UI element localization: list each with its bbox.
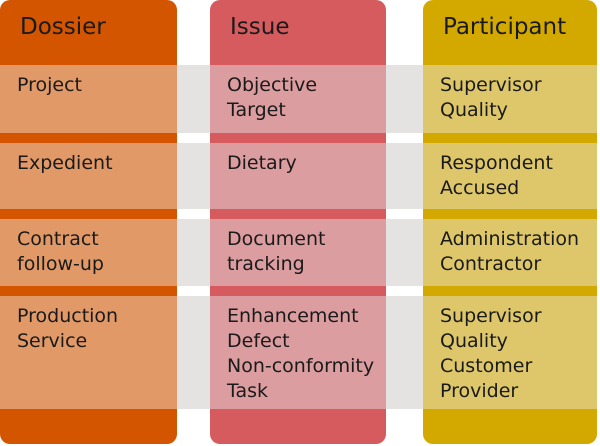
dossier-row-production-service: Production Service bbox=[0, 296, 177, 409]
issue-row-enhancement-defect: Enhancement Defect Non-conformity Task bbox=[210, 296, 386, 409]
issue-row-objective-target: Objective Target bbox=[210, 65, 386, 133]
row-line: Non-conformity bbox=[227, 355, 375, 377]
row-line: Document bbox=[227, 228, 326, 250]
row-line: Quality bbox=[440, 99, 508, 121]
row-line: Service bbox=[17, 330, 88, 352]
row-line: Provider bbox=[440, 380, 519, 402]
dossier-row-expedient: Expedient bbox=[0, 143, 177, 209]
row-line: follow-up bbox=[17, 253, 104, 275]
row-line: Dietary bbox=[227, 152, 297, 174]
row-line: Target bbox=[227, 99, 286, 121]
row-line: Objective bbox=[227, 74, 318, 96]
column-header-dossier: Dossier bbox=[20, 14, 106, 40]
column-header-participant: Participant bbox=[443, 14, 567, 40]
row-line: Defect bbox=[227, 330, 290, 352]
row-line: Contractor bbox=[440, 253, 542, 275]
dossier-row-contract-follow-up: Contract follow-up bbox=[0, 219, 177, 286]
row-line: Quality bbox=[440, 330, 508, 352]
row-line: Task bbox=[227, 380, 269, 402]
row-line: tracking bbox=[227, 253, 305, 275]
column-issue: Issue Objective Target Dietary Document … bbox=[210, 0, 386, 444]
column-participant: Participant Supervisor Quality Responden… bbox=[423, 0, 597, 444]
row-line: Administration bbox=[440, 228, 580, 250]
column-dossier: Dossier Project Expedient Contract follo… bbox=[0, 0, 177, 444]
issue-row-dietary: Dietary bbox=[210, 143, 386, 209]
participant-row-supervisor-quality-customer-provider: Supervisor Quality Customer Provider bbox=[423, 296, 597, 409]
participant-row-administration-contractor: Administration Contractor bbox=[423, 219, 597, 286]
row-line: Contract bbox=[17, 228, 99, 250]
row-line: Supervisor bbox=[440, 74, 542, 96]
column-header-issue: Issue bbox=[230, 14, 290, 40]
participant-row-respondent-accused: Respondent Accused bbox=[423, 143, 597, 209]
dossier-row-project: Project bbox=[0, 65, 177, 133]
issue-row-document-tracking: Document tracking bbox=[210, 219, 386, 286]
row-line: Supervisor bbox=[440, 305, 542, 327]
row-line: Enhancement bbox=[227, 305, 359, 327]
row-line: Customer bbox=[440, 355, 533, 377]
row-line: Respondent bbox=[440, 152, 553, 174]
row-line: Expedient bbox=[17, 152, 113, 174]
row-line: Project bbox=[17, 74, 83, 96]
participant-row-supervisor-quality: Supervisor Quality bbox=[423, 65, 597, 133]
row-line: Accused bbox=[440, 177, 520, 199]
row-line: Production bbox=[17, 305, 119, 327]
